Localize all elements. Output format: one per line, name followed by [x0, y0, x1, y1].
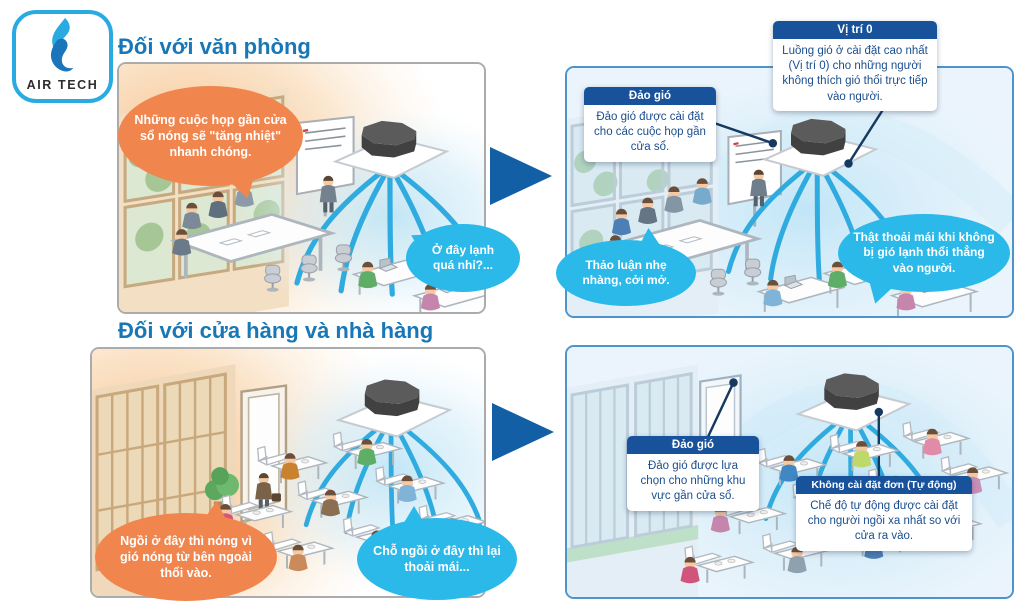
shop-cold-bubble-text: Chỗ ngồi ở đây thì lại thoải mái...	[373, 544, 501, 574]
shop-section-heading: Đối với cửa hàng và nhà hàng	[118, 318, 434, 343]
shop-hot-bubble-text: Ngồi ở đây thì nóng vì gió nóng từ bên n…	[120, 534, 252, 580]
shop-hot-bubble: Ngồi ở đây thì nóng vì gió nóng từ bên n…	[95, 513, 277, 601]
shop-cold-bubble: Chỗ ngồi ở đây thì lại thoải mái...	[357, 518, 517, 600]
flame-icon	[50, 18, 73, 72]
label-body: Luồng gió ở cài đặt cao nhất (Vị trí 0) …	[782, 45, 928, 103]
brand-name: AIR TECH	[26, 78, 99, 92]
office-hot-bubble: Những cuộc họp gần cửa sổ nóng sẽ "tăng …	[118, 86, 303, 186]
brand-logo: AIR TECH	[12, 10, 113, 103]
shop-after-scene	[567, 347, 1012, 597]
shop-after-panel	[565, 345, 1014, 599]
office-swing-label: Đảo gió Đảo gió được cài đặt cho các cuộ…	[584, 87, 716, 162]
shop-swing-label: Đảo gió Đảo gió được lựa chọn cho những …	[627, 436, 759, 511]
label-title: Đảo gió	[584, 87, 716, 105]
label-body: Đảo gió được lựa chọn cho những khu vực …	[640, 460, 746, 503]
label-body: Đảo gió được cài đặt cho các cuộc họp gầ…	[594, 111, 706, 154]
office-cold-bubble: Ở đây lạnh quá nhỉ?...	[406, 224, 520, 292]
label-title: Đảo gió	[627, 436, 759, 454]
office-comfort-bubble: Thật thoải mái khi không bị gió lạnh thổ…	[838, 214, 1010, 292]
arrow-right-icon	[492, 403, 554, 461]
office-discuss-bubble: Thảo luận nhẹ nhàng, cởi mở.	[556, 240, 696, 306]
arrow-right-icon	[490, 147, 552, 205]
office-comfort-bubble-text: Thật thoải mái khi không bị gió lạnh thổ…	[853, 229, 995, 275]
label-title: Không cài đặt đơn (Tự động)	[796, 476, 972, 494]
label-body: Chế độ tự động được cài đặt cho người ng…	[807, 500, 961, 543]
office-section-heading: Đối với văn phòng	[118, 34, 311, 59]
office-cold-bubble-text: Ở đây lạnh quá nhỉ?...	[431, 242, 495, 272]
office-discuss-bubble-text: Thảo luận nhẹ nhàng, cởi mở.	[582, 257, 670, 287]
shop-auto-label: Không cài đặt đơn (Tự động) Chế độ tự độ…	[796, 476, 972, 551]
office-hot-bubble-text: Những cuộc họp gần cửa sổ nóng sẽ "tăng …	[134, 113, 287, 159]
office-position-label: Vị trí 0 Luồng gió ở cài đặt cao nhất (V…	[773, 21, 937, 111]
label-title: Vị trí 0	[773, 21, 937, 39]
